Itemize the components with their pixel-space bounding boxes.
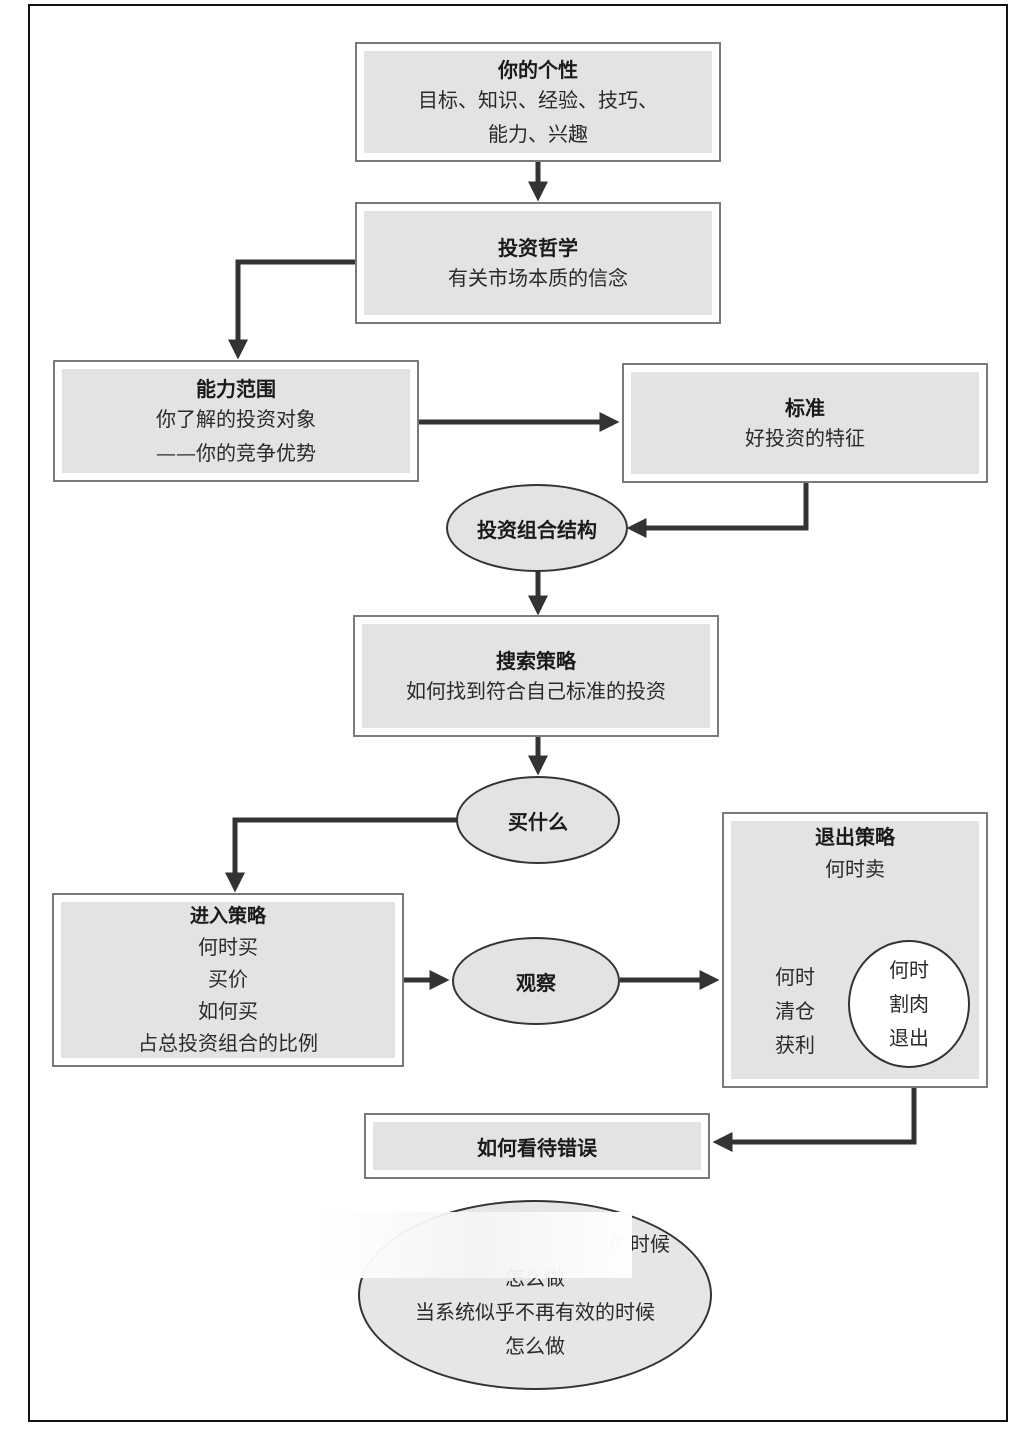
diagram-frame: [28, 4, 1008, 1422]
take-profit-group: 何时 清仓 获利: [760, 960, 830, 1062]
what-to-buy-ellipse: 买什么: [456, 776, 620, 864]
personality-box: 你的个性 目标、知识、经验、技巧、 能力、兴趣: [355, 42, 721, 162]
exit-strategy-subtitle: 何时卖: [825, 857, 885, 881]
portfolio-structure-title: 投资组合结构: [477, 517, 597, 542]
entry-strategy-line-1: 何时买: [198, 935, 258, 959]
entry-strategy-line-2: 买价: [208, 967, 248, 991]
criteria-line-1: 好投资的特征: [745, 425, 865, 450]
smudge-overlay: [322, 1212, 632, 1278]
philosophy-line-1: 有关市场本质的信念: [448, 265, 628, 290]
take-profit-line-1: 何时: [775, 965, 815, 989]
mistakes-title: 如何看待错误: [477, 1135, 597, 1160]
entry-strategy-title: 进入策略: [189, 905, 266, 927]
entry-strategy-line-3: 如何买: [198, 999, 258, 1023]
exit-strategy-title: 退出策略: [815, 825, 895, 849]
what-to-buy-title: 买什么: [508, 809, 568, 834]
philosophy-title: 投资哲学: [498, 235, 578, 260]
philosophy-box: 投资哲学 有关市场本质的信念: [355, 202, 721, 324]
arrow-philosophy-to-competence: [228, 259, 356, 360]
take-profit-line-3: 获利: [775, 1033, 815, 1057]
arrow-criteria-to-portfolio: [626, 482, 809, 538]
competence-line-2: ——你的竞争优势: [156, 440, 316, 465]
search-strategy-box: 搜索策略 如何找到符合自己标准的投资: [353, 615, 719, 737]
personality-line-2: 能力、兴趣: [488, 121, 588, 146]
observe-title: 观察: [516, 970, 556, 995]
entry-strategy-box: 进入策略 何时买 买价 如何买 占总投资组合的比例: [52, 893, 404, 1067]
competence-title: 能力范围: [196, 376, 276, 401]
portfolio-structure-ellipse: 投资组合结构: [446, 484, 628, 572]
competence-line-1: 你了解的投资对象: [156, 406, 316, 431]
take-profit-line-2: 清仓: [775, 999, 815, 1023]
cut-loss-line-2: 割肉: [889, 992, 929, 1016]
corner-fade: [670, 1352, 1006, 1420]
search-strategy-line-1: 如何找到符合自己标准的投资: [406, 678, 666, 703]
mistakes-box: 如何看待错误: [364, 1113, 710, 1179]
criteria-box: 标准 好投资的特征: [622, 363, 988, 483]
search-strategy-title: 搜索策略: [496, 648, 576, 673]
cut-loss-line-1: 何时: [889, 958, 929, 982]
personality-title: 你的个性: [498, 57, 578, 82]
cut-loss-circle: 何时 割肉 退出: [848, 940, 970, 1068]
competence-box: 能力范围 你了解的投资对象 ——你的竞争优势: [53, 360, 419, 482]
personality-line-1: 目标、知识、经验、技巧、: [418, 87, 658, 112]
criteria-title: 标准: [785, 395, 825, 420]
arrow-exit-to-mistakes: [712, 1068, 917, 1152]
observe-ellipse: 观察: [452, 937, 620, 1025]
cut-loss-line-3: 退出: [889, 1026, 929, 1050]
entry-strategy-line-4: 占总投资组合的比例: [138, 1031, 318, 1055]
system-failure-line-3: 当系统似乎不再有效的时候: [415, 1300, 655, 1324]
system-failure-line-4: 怎么做: [505, 1334, 565, 1358]
arrow-buy-to-entry: [225, 817, 458, 893]
